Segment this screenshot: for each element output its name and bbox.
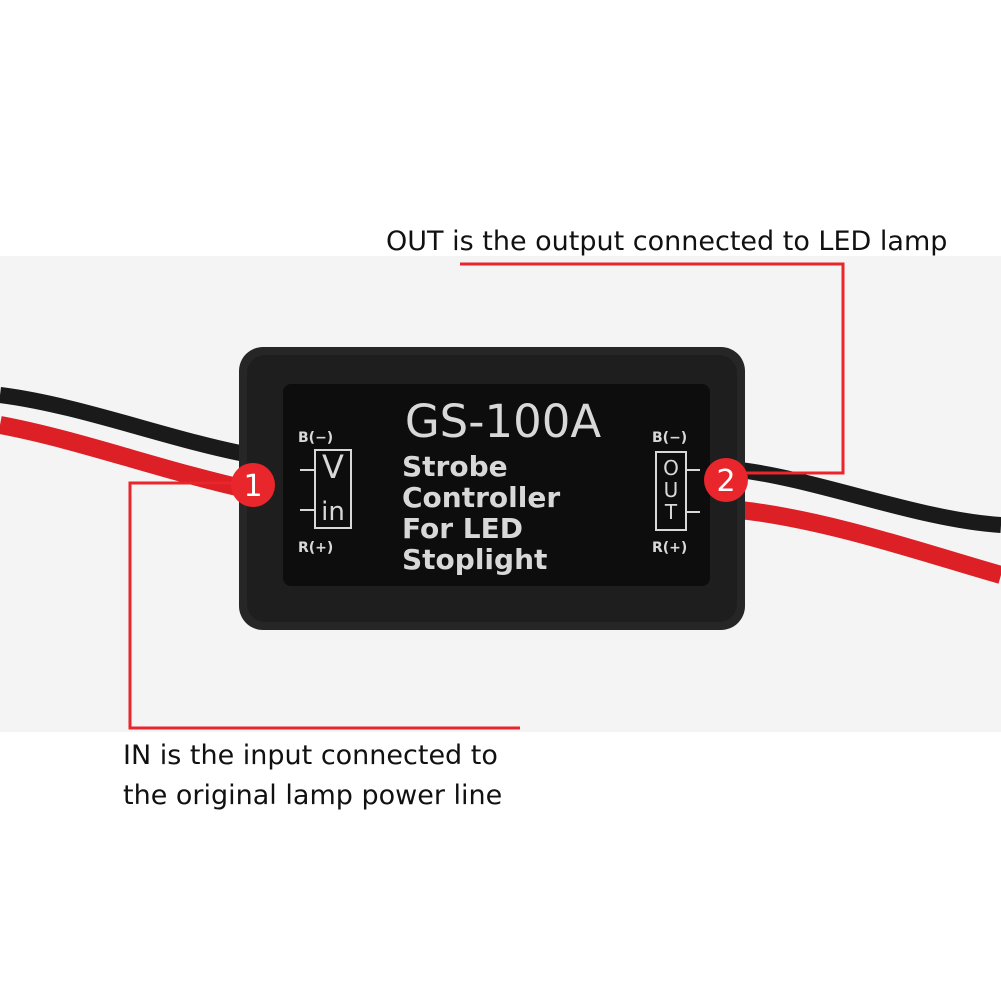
description-line: Stoplight <box>402 543 547 576</box>
right-red-wire <box>739 501 1001 584</box>
description-line: Controller <box>402 481 560 514</box>
description-line: Strobe <box>402 450 508 483</box>
right-port-letter: T <box>664 500 678 524</box>
output-callout-text: OUT is the output connected to LED lamp <box>386 226 948 257</box>
right-port-b-label: B(−) <box>652 430 687 446</box>
left-black-wire <box>0 387 252 463</box>
left-port-letter: V <box>322 448 344 486</box>
left-port-r-label: R(+) <box>298 540 333 556</box>
left-port-b-label: B(−) <box>298 430 333 446</box>
right-port-letter: O <box>663 456 679 480</box>
left-red-wire <box>0 416 252 499</box>
model-number: GS-100A <box>405 395 602 448</box>
right-port-letters: OUT <box>663 456 679 524</box>
description-line: For LED <box>402 512 523 545</box>
right-port-letter: U <box>664 478 679 502</box>
left-port-letter: in <box>321 497 345 527</box>
input-callout-line1: IN is the input connected to <box>123 740 498 771</box>
input-callout-line2: the original lamp power line <box>123 780 503 811</box>
right-port-r-label: R(+) <box>652 540 687 556</box>
right-black-wire <box>739 462 1001 533</box>
